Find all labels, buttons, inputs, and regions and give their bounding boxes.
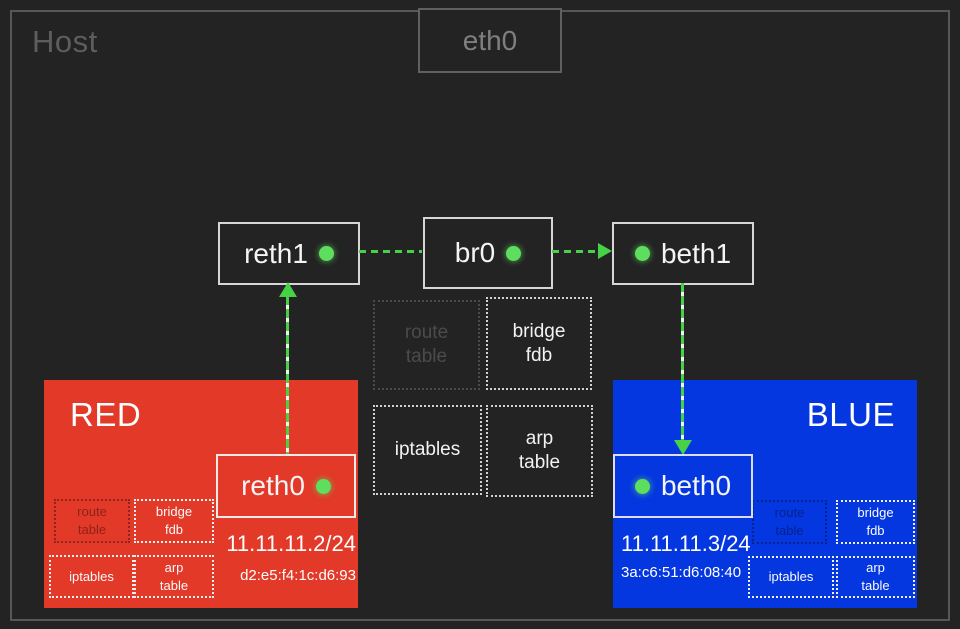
red-iptables-box: iptables <box>49 555 134 598</box>
reth1-label: reth1 <box>244 237 308 269</box>
beth1-interface-box: beth1 <box>612 222 754 285</box>
host-bridge-fdb-label: bridge fdb <box>512 320 566 366</box>
red-arp-table-label: arp table <box>159 559 189 593</box>
red-namespace: RED route table bridge fdb iptables arp … <box>44 380 358 608</box>
eth0-interface-box: eth0 <box>418 8 562 73</box>
blue-mac-address: 3a:c6:51:d6:08:40 <box>621 564 742 581</box>
br0-bridge-box: br0 <box>423 217 553 289</box>
host-route-table-box: route table <box>373 300 480 390</box>
beth1-link-up-dot <box>634 246 650 261</box>
br0-beth1-dashed-link <box>552 250 599 253</box>
red-bridge-fdb-box: bridge fdb <box>134 499 214 543</box>
red-iptables-label: iptables <box>69 568 114 584</box>
host-arp-table-label: arp table <box>518 428 561 473</box>
beth0-label: beth0 <box>660 470 732 501</box>
br0-label: br0 <box>454 237 496 268</box>
reth0-label: reth0 <box>241 470 305 501</box>
blue-namespace-label: BLUE <box>806 396 895 433</box>
red-ip-address: 11.11.11.2/24 <box>226 531 356 556</box>
reth1-br0-dashed-link <box>359 250 422 253</box>
red-namespace-label: RED <box>70 396 142 433</box>
reth0-reth1-veth-link <box>286 296 289 454</box>
br0-beth1-arrowhead-icon <box>598 243 612 259</box>
host-iptables-box: iptables <box>373 405 482 495</box>
red-route-table-box: route table <box>54 499 130 543</box>
host-label: Host <box>32 24 98 59</box>
host-iptables-label: iptables <box>394 439 461 461</box>
beth1-label: beth1 <box>660 237 732 269</box>
blue-route-table-label: route table <box>774 505 805 538</box>
blue-bridge-fdb-label: bridge fdb <box>857 505 894 538</box>
beth1-beth0-arrowhead-icon <box>674 440 692 455</box>
red-arp-table-box: arp table <box>134 555 214 598</box>
br0-link-up-dot <box>506 245 522 261</box>
blue-namespace: BLUE route table bridge fdb iptables arp… <box>613 380 917 608</box>
beth0-link-up-dot <box>634 478 650 494</box>
blue-route-table-box: route table <box>752 500 827 544</box>
host-route-table-label: route table <box>404 322 449 367</box>
red-mac-address: d2:e5:f4:1c:d6:93 <box>240 567 356 584</box>
host-arp-table-box: arp table <box>486 405 593 497</box>
blue-iptables-box: iptables <box>748 556 834 598</box>
blue-iptables-label: iptables <box>768 569 814 585</box>
red-bridge-fdb-label: bridge fdb <box>155 504 193 537</box>
beth0-interface-box: beth0 <box>613 454 753 518</box>
blue-bridge-fdb-box: bridge fdb <box>836 500 915 544</box>
eth0-label: eth0 <box>462 24 518 56</box>
beth1-beth0-veth-link <box>681 283 684 441</box>
reth1-link-up-dot <box>318 246 334 261</box>
reth0-interface-box: reth0 <box>216 454 356 518</box>
host-bridge-fdb-box: bridge fdb <box>486 297 592 390</box>
blue-ip-address: 11.11.11.3/24 <box>621 531 751 556</box>
reth0-link-up-dot <box>315 478 331 494</box>
blue-arp-table-label: arp table <box>861 560 890 593</box>
red-route-table-label: route table <box>77 504 107 537</box>
reth0-reth1-arrowhead-icon <box>279 282 297 297</box>
reth1-interface-box: reth1 <box>218 222 360 285</box>
blue-arp-table-box: arp table <box>836 556 915 598</box>
